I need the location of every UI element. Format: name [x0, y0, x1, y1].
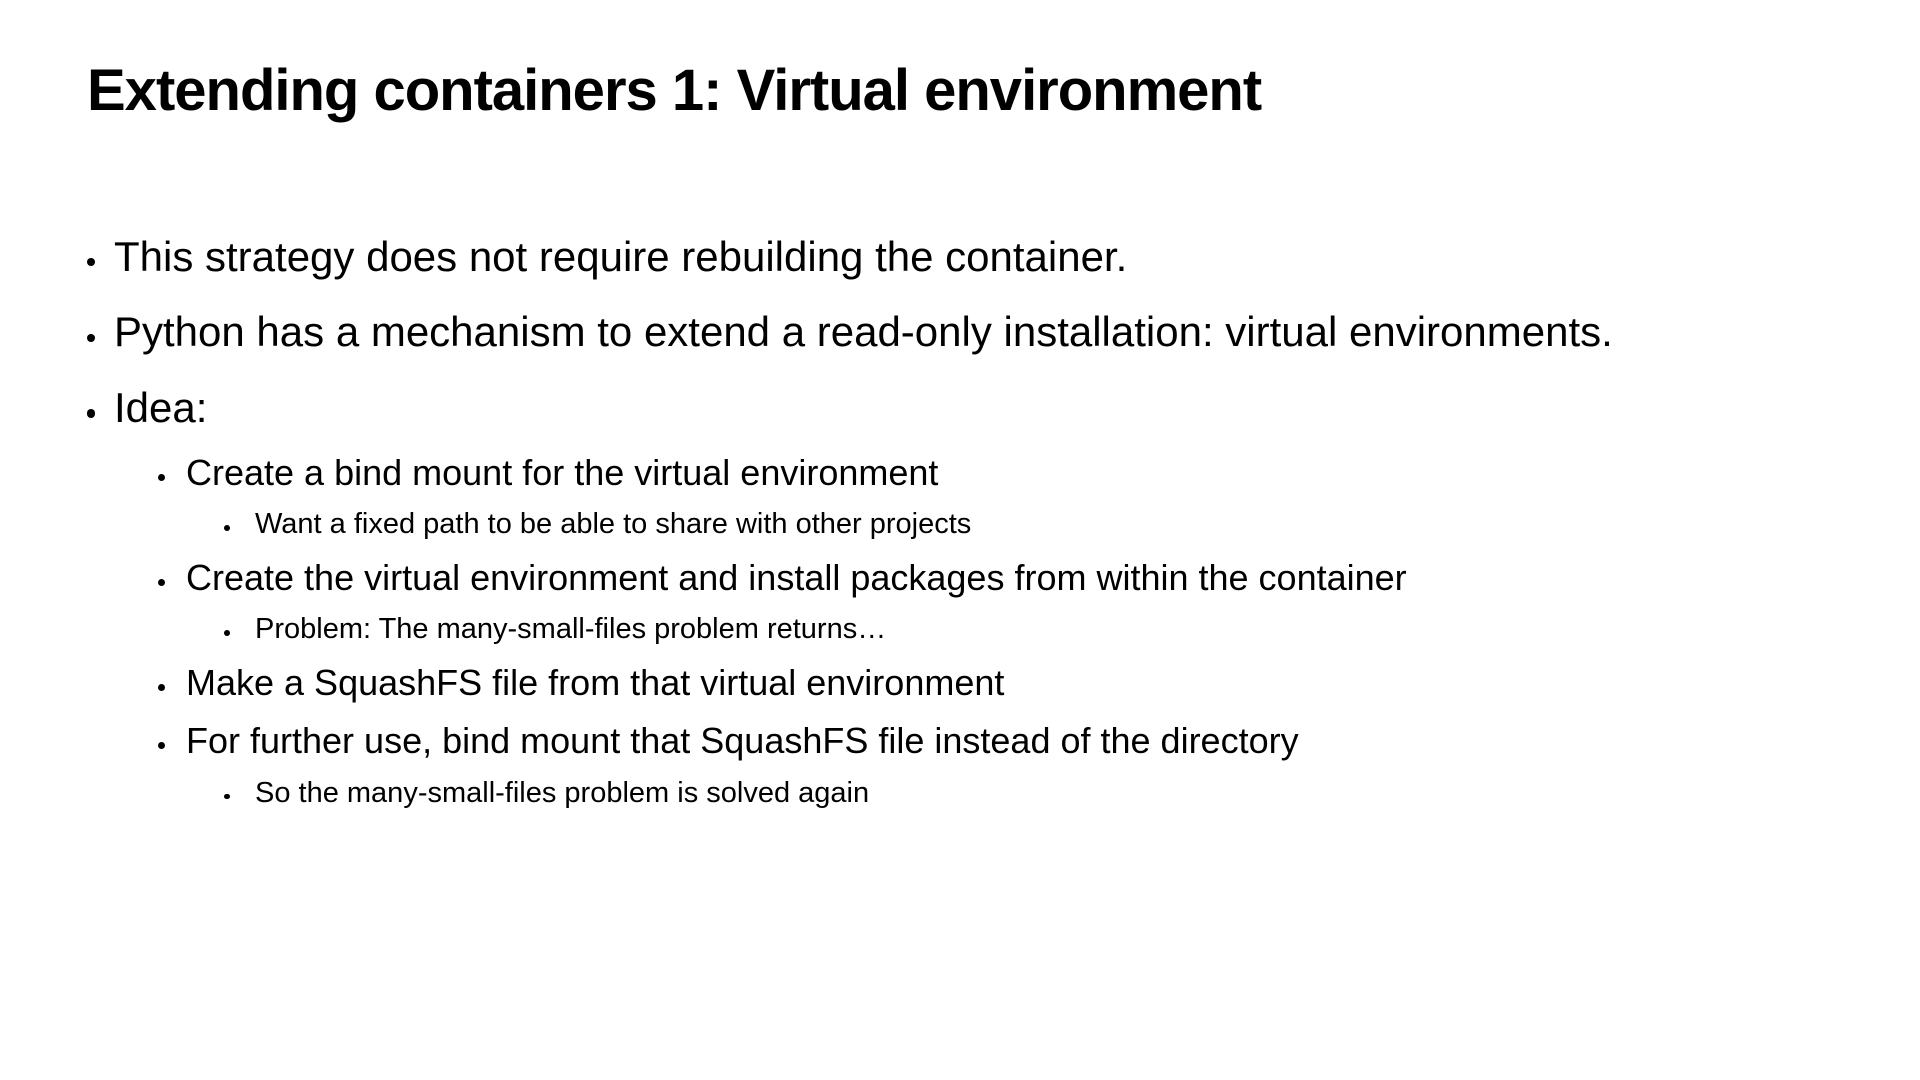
- sub-bullet-item: Make a SquashFS file from that virtual e…: [158, 658, 1880, 708]
- sub-sub-bullet-text: Problem: The many-small-files problem re…: [255, 613, 887, 646]
- sub-sub-bullet-text: Want a fixed path to be able to share wi…: [255, 508, 972, 541]
- sub-bullet-item: Create a bind mount for the virtual envi…: [158, 448, 1880, 545]
- sub-sub-bullet-text: So the many-small-files problem is solve…: [255, 776, 870, 809]
- sub-bullet-text: For further use, bind mount that SquashF…: [186, 720, 1299, 762]
- bullet-list-level3: Problem: The many-small-files problem re…: [224, 609, 1880, 650]
- sub-sub-bullet-item: Want a fixed path to be able to share wi…: [224, 504, 1880, 545]
- bullet-text: Python has a mechanism to extend a read-…: [114, 308, 1613, 356]
- sub-bullet-text: Make a SquashFS file from that virtual e…: [186, 661, 1005, 703]
- sub-bullet-item: Create the virtual environment and insta…: [158, 553, 1880, 650]
- bullet-list-level1: This strategy does not require rebuildin…: [87, 228, 1880, 814]
- bullet-list-level2: Create a bind mount for the virtual envi…: [158, 448, 1880, 813]
- bullet-text: Idea:: [114, 384, 208, 432]
- sub-sub-bullet-item: So the many-small-files problem is solve…: [224, 773, 1880, 814]
- sub-bullet-text: Create a bind mount for the virtual envi…: [186, 451, 939, 493]
- slide-title: Extending containers 1: Virtual environm…: [87, 58, 1262, 123]
- bullet-list-level3: So the many-small-files problem is solve…: [224, 773, 1880, 814]
- bullet-list-level3: Want a fixed path to be able to share wi…: [224, 504, 1880, 545]
- bullet-text: This strategy does not require rebuildin…: [114, 232, 1128, 280]
- bullet-item: This strategy does not require rebuildin…: [87, 228, 1880, 287]
- bullet-item: Python has a mechanism to extend a read-…: [87, 303, 1674, 362]
- bullet-item: Idea: Create a bind mount for the virtua…: [87, 379, 1880, 813]
- sub-bullet-text: Create the virtual environment and insta…: [186, 556, 1407, 598]
- sub-sub-bullet-item: Problem: The many-small-files problem re…: [224, 609, 1880, 650]
- sub-bullet-item: For further use, bind mount that SquashF…: [158, 716, 1880, 813]
